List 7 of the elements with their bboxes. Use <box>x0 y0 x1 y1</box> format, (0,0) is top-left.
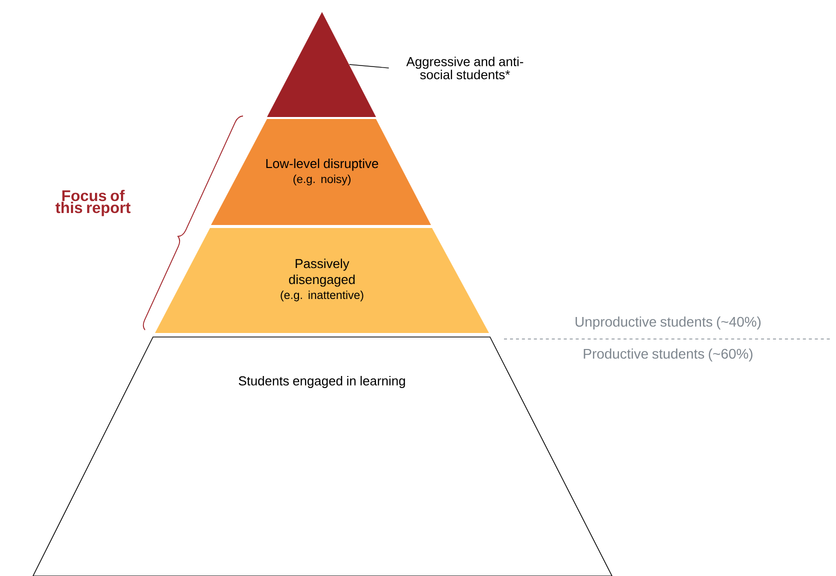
pyramid-tip <box>267 12 376 117</box>
focus-label: Focus of this report <box>56 190 130 216</box>
pyramid-band: Low-level disruptive (e.g. noisy) <box>211 119 431 225</box>
annotation-text: Aggressive and anti-social students* <box>406 56 524 80</box>
group-label: Unproductive students (~40%) <box>576 316 761 330</box>
leader-line <box>349 64 390 68</box>
pyramid-band: Passively disengaged (e.g. inattentive) <box>155 228 489 333</box>
